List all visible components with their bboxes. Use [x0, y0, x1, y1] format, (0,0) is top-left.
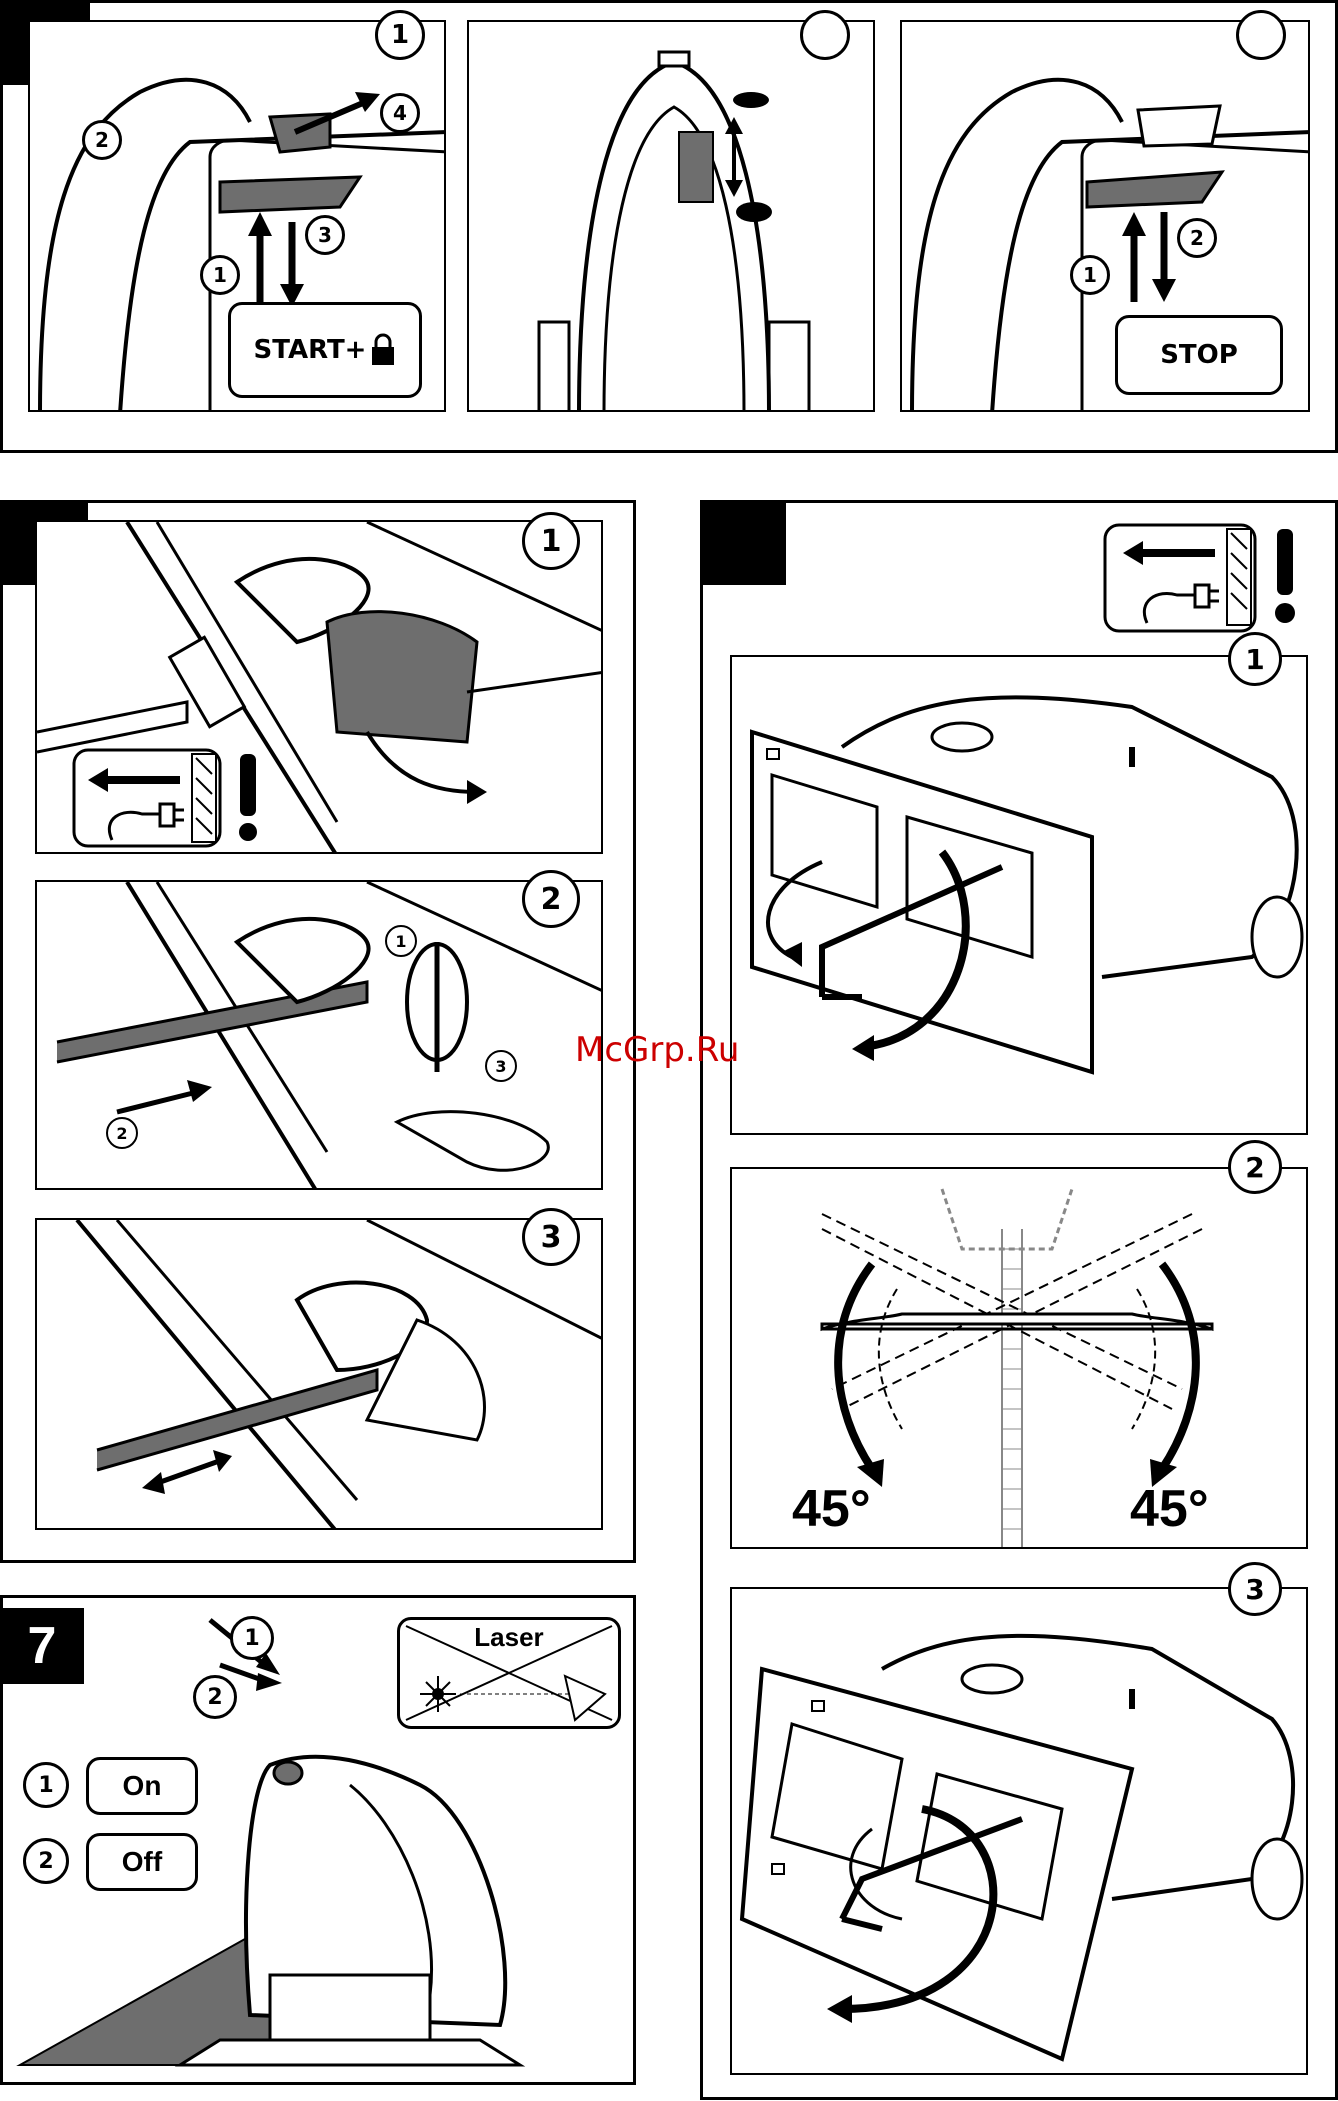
blade-callout-3: 3	[485, 1050, 517, 1082]
angle-left-label: 45°	[792, 1479, 871, 1539]
base-unplug-warning	[1103, 523, 1303, 633]
step-number-badge-2	[800, 10, 850, 60]
speed-panel	[467, 20, 875, 412]
blade-step-2-badge: 2	[522, 870, 580, 928]
callout-1: 1	[200, 255, 240, 295]
on-label: On	[86, 1757, 198, 1815]
on-number: 1	[23, 1762, 69, 1808]
laser-callout-2: 2	[193, 1675, 237, 1719]
laser-warning-box: Laser	[397, 1617, 621, 1729]
base-step-2-badge: 2	[1228, 1140, 1282, 1194]
base-panel-1-drawing	[732, 657, 1308, 1135]
laser-warning-icon	[400, 1620, 621, 1729]
blade-step-3-badge: 3	[522, 1208, 580, 1266]
blade-callout-2: 2	[106, 1117, 138, 1149]
callout-2: 2	[82, 120, 122, 160]
angle-right-label: 45°	[1130, 1479, 1209, 1539]
base-panel-3	[730, 1587, 1308, 2075]
callout-4: 4	[380, 93, 420, 133]
base-panel-1	[730, 655, 1308, 1135]
laser-callout-1: 1	[230, 1616, 274, 1660]
blade-panel-3	[35, 1218, 603, 1530]
base-step-3-badge: 3	[1228, 1562, 1282, 1616]
step-number-badge-1: 1	[375, 10, 425, 60]
callout-3: 3	[305, 215, 345, 255]
watermark-text: McGrp.Ru	[575, 1030, 739, 1070]
off-number: 2	[23, 1838, 69, 1884]
base-panel-2: 45° 45°	[730, 1167, 1308, 1549]
base-unplug-icon	[1103, 523, 1303, 633]
stop-callout-2: 2	[1177, 218, 1217, 258]
off-label: Off	[86, 1833, 198, 1891]
step-number-badge-3	[1236, 10, 1286, 60]
base-panel-3-drawing	[732, 1589, 1308, 2075]
blade-step-1-badge: 1	[522, 512, 580, 570]
blade-panel-3-drawing	[37, 1220, 603, 1530]
stop-callout-1: 1	[1070, 255, 1110, 295]
start-lock-label: START+	[228, 302, 422, 398]
speed-drawing	[469, 22, 875, 412]
unplug-warning	[72, 748, 222, 848]
base-figure-number-box	[700, 500, 786, 585]
base-step-1-badge: 1	[1228, 632, 1282, 686]
blade-callout-1: 1	[385, 925, 417, 957]
padlock-icon	[370, 333, 396, 367]
unplug-icon	[72, 748, 262, 848]
stop-label: STOP	[1115, 315, 1283, 395]
